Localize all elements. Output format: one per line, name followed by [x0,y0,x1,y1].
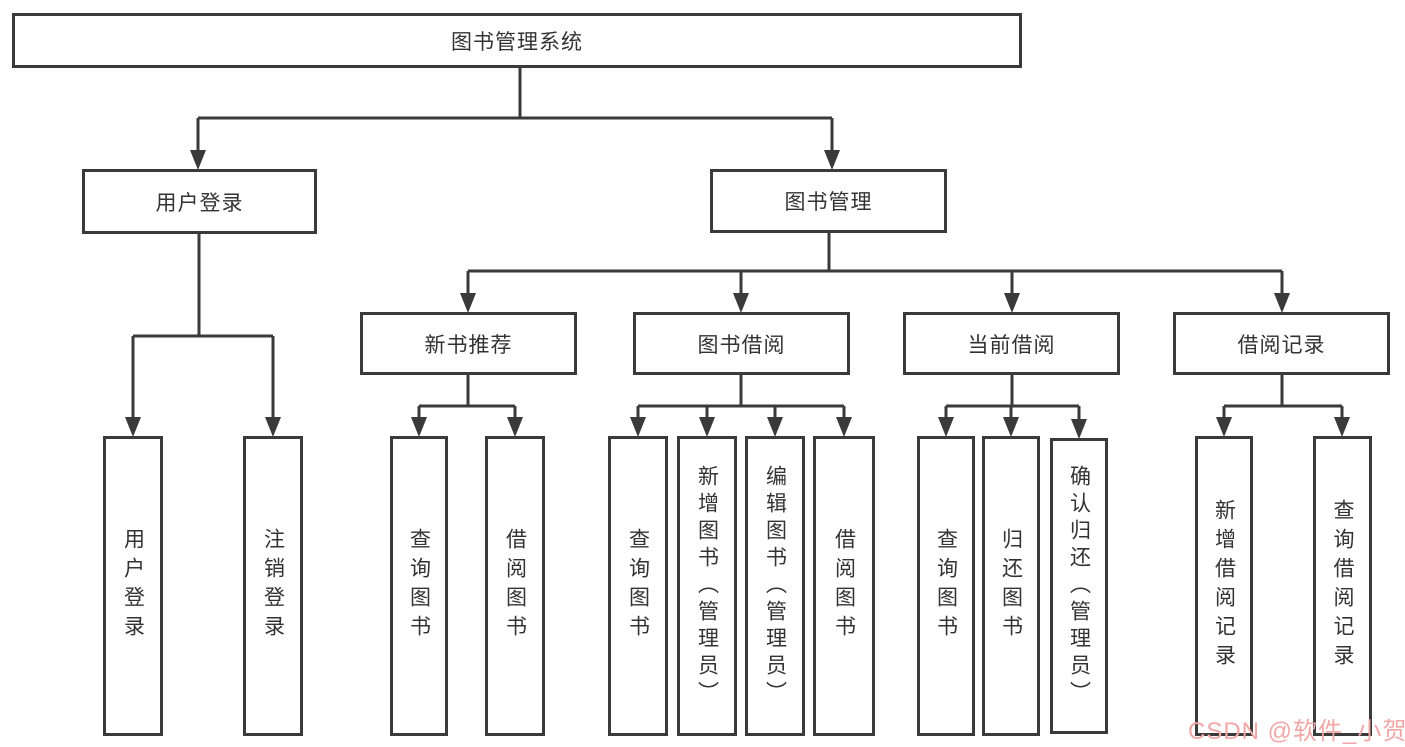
node-current-borrowing: 当前借阅 [903,312,1120,375]
connector-mgmt-children [466,233,1284,295]
arrow-down-icon [1334,417,1350,437]
node-borrowing-query-books: 查询图书 [608,436,668,736]
connector-records-children [1222,375,1344,420]
arrow-down-icon [733,293,749,313]
node-newrec-borrow-books: 借阅图书 [485,436,545,736]
node-logout: 注销登录 [243,436,303,736]
node-borrowing-edit-books-admin: 编辑图书（管理员） [745,436,805,736]
arrow-down-icon [125,417,141,437]
arrow-down-icon [1004,293,1020,313]
arrow-down-icon [460,293,476,313]
node-newrec-query-books: 查询图书 [390,436,448,736]
node-user-login-group: 用户登录 [82,169,317,234]
node-book-management: 图书管理 [710,169,947,233]
connector-root-to-level2 [196,68,834,153]
node-records-add-borrow-record: 新增借阅记录 [1195,436,1253,736]
node-records-query-borrow-record: 查询借阅记录 [1313,436,1372,736]
arrow-down-icon [411,417,427,437]
connector-current-children [944,375,1081,422]
connector-borrow-children [636,375,846,420]
connector-newrec-children [417,375,517,420]
arrow-down-icon [1071,419,1087,439]
arrow-down-icon [630,417,646,437]
arrow-down-icon [938,417,954,437]
node-current-query-books: 查询图书 [917,436,975,736]
node-borrowing-borrow-books: 借阅图书 [813,436,875,736]
csdn-watermark: CSDN @软件_小贺同学 [1188,718,1405,745]
arrowheads [125,150,1350,439]
arrow-down-icon [699,417,715,437]
connector-login-children [131,234,275,419]
node-borrowing-add-books-admin: 新增图书（管理员） [677,436,737,736]
arrow-down-icon [836,417,852,437]
node-borrowing-records: 借阅记录 [1173,312,1390,375]
arrow-down-icon [1003,417,1019,437]
node-library-management-system: 图书管理系统 [12,13,1022,68]
node-user-login: 用户登录 [103,436,163,736]
arrow-down-icon [507,417,523,437]
arrow-down-icon [767,417,783,437]
arrow-down-icon [1274,293,1290,313]
node-new-book-recommendation: 新书推荐 [360,312,577,375]
node-current-confirm-return-admin: 确认归还（管理员） [1050,438,1108,734]
node-book-borrowing: 图书借阅 [633,312,850,375]
arrow-down-icon [1216,417,1232,437]
node-current-return-books: 归还图书 [982,436,1040,736]
arrow-down-icon [190,150,206,170]
arrow-down-icon [824,150,840,170]
arrow-down-icon [265,417,281,437]
